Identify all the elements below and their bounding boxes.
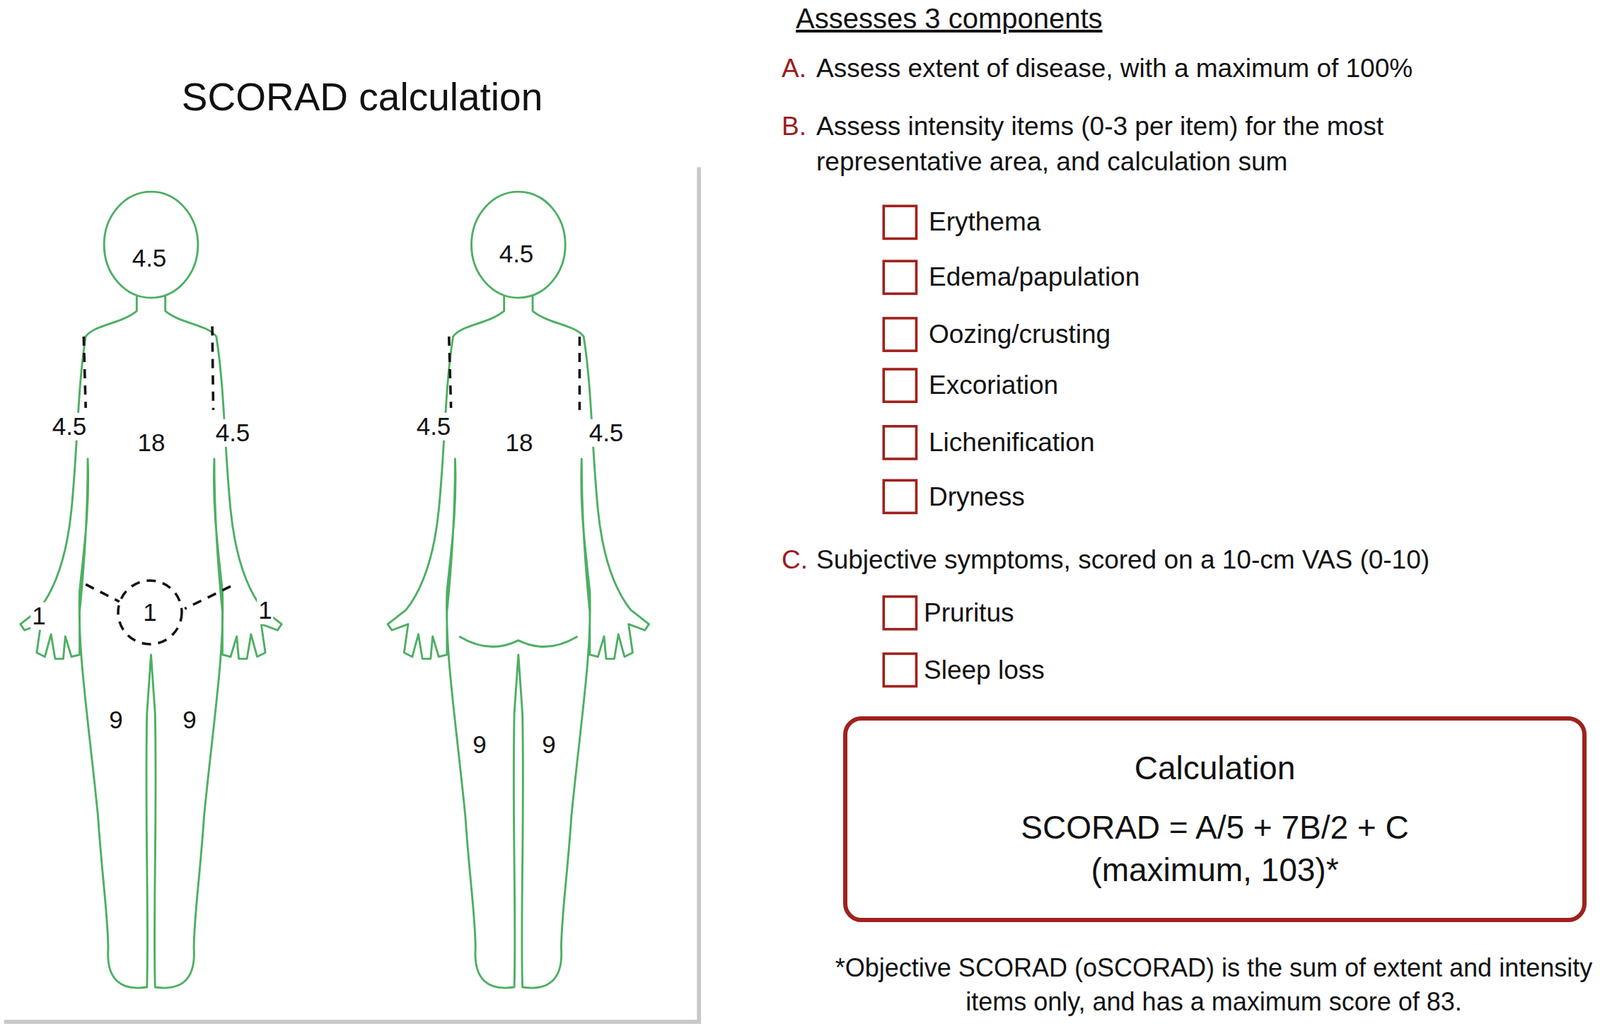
area-percent: 4.5 <box>50 413 89 441</box>
item-letter: A. <box>781 50 807 87</box>
buttocks-line <box>459 636 578 648</box>
item-text: Assess intensity items (0-3 per item) fo… <box>816 108 1531 180</box>
area-percent: 9 <box>540 731 557 759</box>
node-body: SCORAD = A/5 + 7B/2 + C (maximum, 103)* <box>988 806 1442 892</box>
area-percent: 4.5 <box>587 419 626 448</box>
area-percent: 9 <box>107 706 124 735</box>
figure-title: SCORAD calculation <box>181 74 543 120</box>
checklist-item: Sleep loss <box>923 652 1045 689</box>
area-percent: 9 <box>181 706 198 735</box>
area-percent: 18 <box>136 429 167 457</box>
footnote: *Objective SCORAD (oSCORAD) is the sum o… <box>834 951 1593 1020</box>
checklist-item: Pruritus <box>923 595 1014 631</box>
node-heading: 1 <box>142 599 157 627</box>
area-percent: 18 <box>504 429 535 457</box>
checklist-item: Edema/papulation <box>928 259 1140 295</box>
body-back <box>387 191 649 989</box>
figure-panel <box>0 163 697 1020</box>
section-heading: Assesses 3 components <box>795 0 1103 37</box>
area-percent: 1 <box>30 602 47 631</box>
checklist-item: Oozing/crusting <box>928 316 1111 353</box>
item-letter: C. <box>781 542 808 578</box>
area-percent: 4.5 <box>497 240 536 269</box>
item-letter: B. <box>781 108 807 145</box>
checkboxes <box>883 205 917 687</box>
body-front <box>20 191 282 989</box>
item-text: Subjective symptoms, scored on a 10-cm V… <box>816 542 1430 578</box>
area-percent: 9 <box>471 731 488 759</box>
checklist-item: Lichenification <box>928 425 1095 461</box>
region-dividers <box>83 326 580 609</box>
area-percent: 4.5 <box>415 413 453 441</box>
node-heading: Calculation <box>1134 748 1296 788</box>
area-percent: 1 <box>256 596 274 625</box>
area-percent: 4.5 <box>130 244 169 273</box>
checklist-item: Dryness <box>928 479 1025 515</box>
groin-region: 1 <box>116 578 184 647</box>
calculation-box: CalculationSCORAD = A/5 + 7B/2 + C (maxi… <box>843 716 1587 923</box>
area-percent: 4.5 <box>214 419 252 448</box>
item-text: Assess extent of disease, with a maximum… <box>816 50 1413 87</box>
checklist-item: Excoriation <box>928 367 1059 404</box>
checklist-item: Erythema <box>928 204 1041 240</box>
